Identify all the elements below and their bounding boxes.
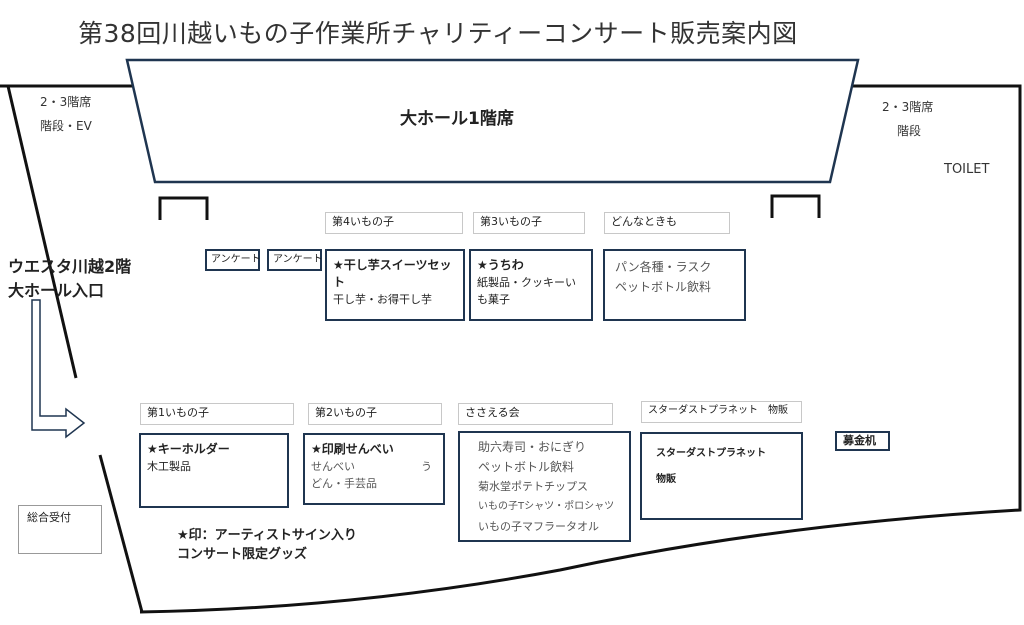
booth-imonoko1: ★キーホルダー 木工製品 (139, 433, 289, 508)
booth-item: 助六寿司・おにぎり (478, 440, 587, 454)
legend-line1: ★印：アーティストサイン入り (177, 528, 357, 543)
booth-star-item: ★キーホルダー (147, 442, 230, 456)
stairs-right-line2: 階段 (897, 124, 922, 138)
booth-star-item: ★印刷せんべい (311, 442, 394, 456)
booth-item: 干し芋・お得干し芋 (333, 293, 432, 306)
booth-label-donnatokimo: どんなときも (604, 212, 730, 234)
legend-line2: コンサート限定グッズ (177, 547, 308, 562)
stairs-left-line2: 階段・EV (40, 119, 92, 133)
booth-donnatokimo: パン各種・ラスク ペットボトル飲料 (603, 249, 746, 321)
survey-box-1: アンケート (205, 249, 261, 271)
booth-star-item: ★うちわ (477, 258, 524, 272)
hall-seats-label: 大ホール1階席 (400, 109, 514, 129)
booth-label-stardust: スターダストプラネット 物販 (641, 401, 802, 423)
booth-item: どん・手芸品 (311, 477, 377, 490)
stairs-left-line1: 2・3階席 (40, 95, 92, 109)
booth-label-imonoko4: 第4いもの子 (325, 212, 463, 234)
booth-item: ペットボトル飲料 (478, 460, 575, 474)
booth-sasaerukai: 助六寿司・おにぎり ペットボトル飲料 菊水堂ポテトチップス いもの子Tシャツ・ポ… (458, 431, 631, 542)
booth-imonoko4: ★干し芋スイーツセット 干し芋・お得干し芋 (325, 249, 465, 321)
booth-item: せんべい う (311, 460, 432, 473)
booth-item: 菊水堂ポテトチップス (478, 480, 588, 493)
booth-label-sasaerukai: ささえる会 (458, 403, 613, 425)
toilet-label: TOILET (944, 162, 990, 177)
booth-label-imonoko1: 第1いもの子 (140, 403, 294, 425)
survey-box-2: アンケート (267, 249, 323, 271)
reception-label: 総合受付 (27, 511, 71, 524)
booth-imonoko2: ★印刷せんべい せんべい う どん・手芸品 (303, 433, 445, 505)
booth-star-item: ★干し芋スイーツセット (333, 258, 452, 289)
booth-item: 紙製品・クッキーい (477, 276, 576, 289)
stairs-right-line1: 2・3階席 (882, 100, 934, 114)
page-title: 第38回川越いもの子作業所チャリティーコンサート販売案内図 (78, 19, 798, 48)
booth-item: いもの子Tシャツ・ポロシャツ (478, 501, 615, 512)
reception-box: 総合受付 (18, 505, 102, 554)
entrance-line2: 大ホール入口 (8, 281, 105, 300)
booth-item: も菓子 (477, 293, 510, 306)
donation-desk: 募金机 (835, 431, 890, 451)
booth-item: パン各種・ラスク (615, 260, 712, 274)
booth-item: 木工製品 (147, 460, 191, 473)
booth-imonoko3: ★うちわ 紙製品・クッキーい も菓子 (469, 249, 593, 321)
booth-label-imonoko2: 第2いもの子 (308, 403, 442, 425)
booth-item: 物販 (656, 474, 676, 485)
entrance-line1: ウエスタ川越2階 (8, 257, 132, 276)
booth-item: スターダストプラネット (656, 448, 766, 459)
booth-label-imonoko3: 第3いもの子 (473, 212, 585, 234)
booth-item: いもの子マフラータオル (478, 520, 599, 533)
booth-item: ペットボトル飲料 (615, 280, 712, 294)
booth-stardust: スターダストプラネット 物販 (640, 432, 803, 520)
